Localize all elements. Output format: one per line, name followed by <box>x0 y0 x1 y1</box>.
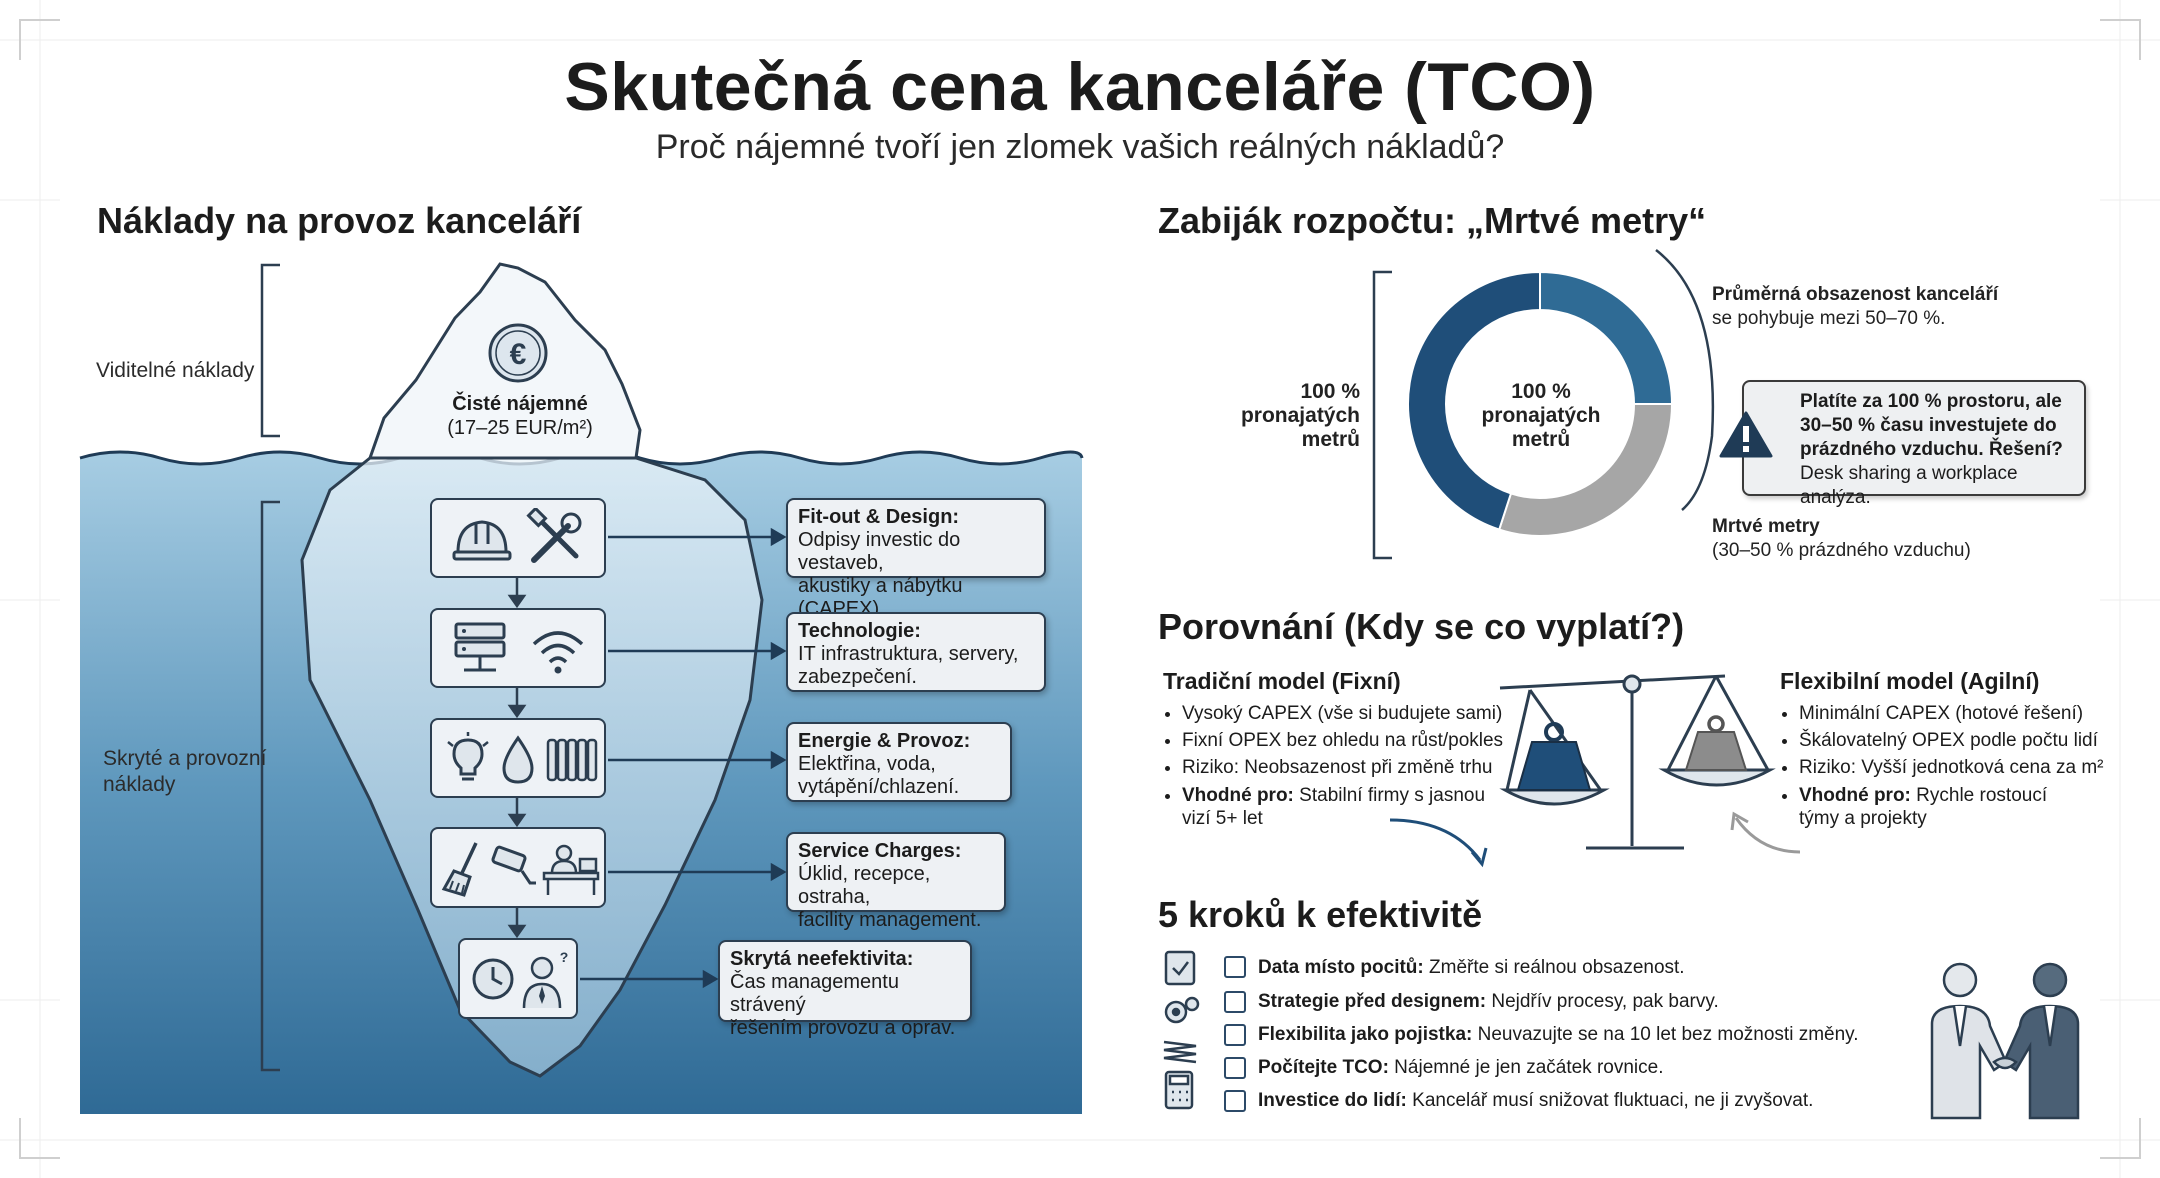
energy-text: Elektřina, voda, vytápění/chlazení. <box>798 753 960 798</box>
net-rent-title: Čisté nájemné <box>452 393 588 415</box>
calculator-icon <box>1164 1070 1194 1110</box>
manager-icon: ? <box>522 949 569 1009</box>
dead-meters-title: Mrtvé metry <box>1712 516 1820 537</box>
step-item: Strategie před designem: Nejdřív procesy… <box>1258 991 1719 1012</box>
handshake-illustration <box>1930 962 2080 1120</box>
page-subtitle: Proč nájemné tvoří jen zlomek vašich reá… <box>655 128 1505 166</box>
service-text: Úklid, recepce, ostraha, facility manage… <box>798 863 982 931</box>
flexible-model-list: Minimální CAPEX (hotové řešení) Škálovat… <box>1781 700 2139 830</box>
euro-coin-icon: € <box>488 323 548 383</box>
occupancy-donut-chart <box>1372 249 1715 560</box>
clock-icon <box>472 958 514 1000</box>
inefficiency-description-box: Skrytá neefektivita: Čas managementu str… <box>718 940 972 1039</box>
comparison-section-title: Porovnání (Kdy se co vyplatí?) <box>1158 606 1685 647</box>
svg-text:€: € <box>510 338 527 371</box>
flexible-model-title: Flexibilní model (Agilní) <box>1780 668 2040 694</box>
occupancy-callout: Průměrná obsazenost kanceláří se pohybuj… <box>1712 283 1998 331</box>
list-item: Vysoký CAPEX (vše si budujete sami) <box>1182 700 1522 727</box>
step-item: Data místo pocitů: Změřte si reálnou obs… <box>1258 957 1685 978</box>
list-item: Fixní OPEX bez ohledu na růst/pokles <box>1182 727 1522 754</box>
donut-slice-occupied <box>1407 270 1541 531</box>
svg-text:?: ? <box>560 949 569 965</box>
list-item: Minimální CAPEX (hotové řešení) <box>1799 700 2139 727</box>
steps-icons-column <box>1163 950 1200 1110</box>
list-item: Riziko: Neobsazenost při změně trhu <box>1182 754 1522 781</box>
fitout-text: Odpisy investic do vestaveb, akustiky a … <box>798 529 963 620</box>
fitout-title: Fit-out & Design: <box>798 506 960 528</box>
water-drop-icon <box>502 735 534 784</box>
inefficiency-title: Skrytá neefektivita: <box>730 948 914 970</box>
technology-text: IT infrastruktura, servery, zabezpečení. <box>798 643 1019 688</box>
checkbox-icon <box>1224 956 1246 978</box>
checkbox-icon <box>1224 1057 1246 1079</box>
spring-icon <box>1163 1040 1197 1064</box>
dead-meters-text: (30–50 % prázdného vzduchu) <box>1712 540 1971 561</box>
wifi-icon <box>532 631 584 674</box>
visible-costs-label: Viditelné náklady <box>96 359 255 382</box>
radiator-icon <box>546 738 598 782</box>
camera-icon <box>491 845 536 885</box>
step-item: Flexibilita jako pojistka: Neuvazujte se… <box>1258 1024 1859 1045</box>
warning-callout: Platíte za 100 % prostoru, ale 30–50 % č… <box>1719 380 2086 508</box>
step-item: Investice do lidí: Kancelář musí snižova… <box>1258 1090 1814 1111</box>
inefficiency-text: Čas managementu strávený řešením provozu… <box>730 971 956 1039</box>
balance-scale-icon <box>1389 674 1801 868</box>
rented-meters-center-label: 100 % pronajatých metrů <box>1481 380 1601 451</box>
traditional-model-title: Tradiční model (Fixní) <box>1163 668 1401 694</box>
reception-desk-icon <box>542 844 600 895</box>
gears-icon <box>1164 996 1200 1024</box>
technology-icon-box <box>430 608 606 688</box>
technology-title: Technologie: <box>798 620 921 642</box>
energy-description-box: Energie & Provoz: Elektřina, voda, vytáp… <box>786 722 1012 802</box>
warning-triangle-icon <box>1719 411 1773 458</box>
traditional-model-list: Vysoký CAPEX (vše si budujete sami) Fixn… <box>1164 700 1522 830</box>
heavy-weight-icon <box>1516 722 1592 791</box>
iceberg-section-title: Náklady na provoz kanceláří <box>97 200 582 241</box>
energy-title: Energie & Provoz: <box>798 730 971 752</box>
net-rent: Čisté nájemné (17–25 EUR/m²) <box>430 392 610 440</box>
donut-slice-occupied-highlight <box>1539 270 1674 405</box>
server-icon <box>454 622 506 672</box>
list-item: Vhodné pro: Stabilní firmy s jasnou vizí… <box>1182 784 1522 830</box>
technology-description-box: Technologie: IT infrastruktura, servery,… <box>786 612 1046 692</box>
checkbox-icon <box>1224 991 1246 1013</box>
inefficiency-icon-box: ? <box>458 938 578 1019</box>
page-title: Skutečná cena kanceláře (TCO) <box>564 49 1596 125</box>
hidden-costs-label: Skryté a provozní náklady <box>103 747 267 796</box>
fitout-description-box: Fit-out & Design: Odpisy investic do ves… <box>786 498 1046 620</box>
rented-meters-side-label: 100 % pronajatých metrů <box>1240 380 1360 451</box>
occupancy-text: se pohybuje mezi 50–70 %. <box>1712 308 1946 329</box>
checkbox-icon <box>1224 1090 1246 1112</box>
energy-icon-box <box>430 718 606 798</box>
list-item: Riziko: Vyšší jednotková cena za m² <box>1799 754 2139 781</box>
step-item: Počítejte TCO: Nájemné je jen začátek ro… <box>1258 1057 1664 1078</box>
list-item: Vhodné pro: Rychle rostoucí týmy a proje… <box>1799 784 2139 830</box>
warning-text: Desk sharing a workplace analýza. <box>1800 463 2018 508</box>
dead-meters-section-title: Zabiják rozpočtu: „Mrtvé metry“ <box>1158 200 1707 241</box>
hard-hat-icon <box>452 520 512 561</box>
light-weight-icon <box>1684 715 1748 771</box>
occupancy-title: Průměrná obsazenost kanceláří <box>1712 284 1999 305</box>
service-title: Service Charges: <box>798 840 962 862</box>
checkbox-icon <box>1224 1024 1246 1046</box>
dead-meters-callout: Mrtvé metry (30–50 % prázdného vzduchu) <box>1712 515 1971 563</box>
net-rent-range: (17–25 EUR/m²) <box>447 417 593 439</box>
steps-section-title: 5 kroků k efektivitě <box>1158 894 1483 935</box>
fitout-icon-box <box>430 498 606 578</box>
list-item: Škálovatelný OPEX podle počtu lidí <box>1799 727 2139 754</box>
lightbulb-icon <box>447 732 489 781</box>
tools-icon <box>526 508 582 563</box>
service-description-box: Service Charges: Úklid, recepce, ostraha… <box>786 832 1006 931</box>
broom-icon <box>441 842 478 897</box>
clipboard-icon <box>1164 950 1196 986</box>
warning-bold-text: Platíte za 100 % prostoru, ale 30–50 % č… <box>1800 391 2063 460</box>
service-icon-box <box>430 827 606 908</box>
